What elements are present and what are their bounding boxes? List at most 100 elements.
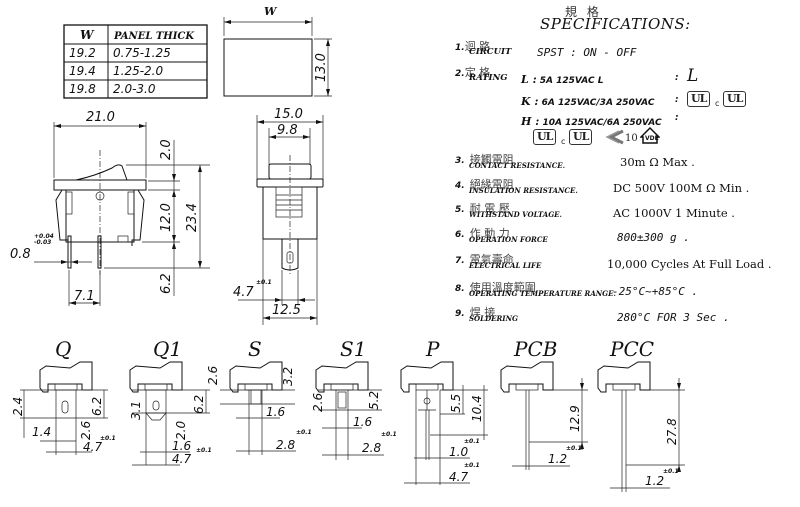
dim: 2.8 <box>276 438 295 452</box>
dim: 5.5 <box>449 394 463 413</box>
tol: ±0.1 <box>100 435 116 442</box>
spec-cn: 接觸電阻 <box>469 153 514 166</box>
terminal-type-label: S <box>248 337 262 361</box>
spec-num: 3. <box>455 156 465 166</box>
side-terminal-tol: ±0.1 <box>256 279 272 286</box>
terminal-type-label: Q1 <box>153 337 182 361</box>
c-mark: c <box>715 99 720 108</box>
spec-num: 8. <box>455 284 465 294</box>
table-cell: 2.0-3.0 <box>113 82 156 96</box>
spec-cn: 使用溫度範圍 <box>469 281 536 294</box>
spec-value: 800±300 g . <box>617 231 690 244</box>
ccc-mark-icon <box>605 129 624 145</box>
spec-item-insulation-resistance: 4. 絕緣電阻 INSULATION RESISTANCE. DC 500V 1… <box>455 173 749 195</box>
rating-k: K : 6A 125VAC/3A 250VAC <box>521 95 655 108</box>
dim: 1.2 <box>548 452 567 466</box>
tol: ±0.1 <box>663 468 679 475</box>
tol: ±0.1 <box>381 431 397 438</box>
panel-thickness-table: W PANEL THICK 19.2 0.75-1.25 19.4 1.25-2… <box>63 24 208 99</box>
dim: 2.6 <box>311 393 325 412</box>
dim: 1.0 <box>449 445 468 459</box>
side-width-dim: 15.0 <box>274 107 303 122</box>
table-header-w: W <box>80 28 95 42</box>
ul-mark-icon: UL <box>687 91 711 107</box>
spec-item-contact-resistance: 3. 接觸電阻 CONTACT RESISTANCE. 30m Ω Max . <box>455 148 695 170</box>
spec-value: AC 1000V 1 Minute . <box>613 206 735 220</box>
dim: 2.6 <box>206 366 220 385</box>
dim: 3.2 <box>281 367 295 386</box>
spec-item-rating: 2.定 格 RATING <box>455 61 508 83</box>
spec-item-operating-temperature: 8. 使用溫度範圍 OPERATING TEMPERATURE RANGE. -… <box>455 276 698 298</box>
dim: 5.2 <box>367 391 381 410</box>
spec-cn: 耐 電 壓 <box>469 202 510 215</box>
dim: 6.2 <box>90 397 104 416</box>
terminal-type-s1: S1 2.6 5.2 1.6 2.8 ±0.1 <box>311 337 397 460</box>
svg-text:VDE: VDE <box>645 135 659 142</box>
dim: 1.6 <box>172 439 191 453</box>
spec-cn: 電氣壽命 <box>469 253 514 266</box>
terminal-type-label: PCB <box>513 337 557 361</box>
terminal-type-s: S 2.6 3.2 1.6 2.8 ±0.1 <box>206 337 312 455</box>
side-depth-dim: 12.5 <box>272 303 301 318</box>
terminal-type-pcc: PCC 27.8 1.2 ±0.1 <box>597 337 685 492</box>
terminal-type-q1: Q1 3.1 6.2 2.0 1.6 ±0.1 4.7 <box>129 337 212 466</box>
terminal-thickness-dim: 0.8 <box>10 247 31 262</box>
dim: 4.7 <box>172 452 191 466</box>
body-height-dim: 12.0 <box>159 203 174 232</box>
cutout-height-label: 13.0 <box>314 53 329 82</box>
tol: ±0.1 <box>566 445 582 452</box>
terminal-type-views: Q 2.4 6.2 1.4 2.6 4.7 ±0.1 Q1 <box>11 337 685 492</box>
dim: 2.8 <box>362 441 381 455</box>
panel-cutout-view: W 13.0 <box>223 5 332 97</box>
side-terminal-width-dim: 4.7 <box>233 285 254 300</box>
dim: 4.7 <box>449 470 468 484</box>
terminal-length-dim: 6.2 <box>159 273 174 294</box>
spec-num: 4. <box>455 181 465 191</box>
rating-sep: : <box>675 73 679 83</box>
tol: ±0.1 <box>464 462 480 469</box>
vde-mark-icon: VDE <box>640 127 660 144</box>
spec-value: 280°C FOR 3 Sec . <box>617 311 730 324</box>
terminal-pitch-dim: 7.1 <box>74 289 95 304</box>
tol: ±0.1 <box>464 438 480 445</box>
spec-value: 30m Ω Max . <box>620 155 695 169</box>
spec-item-soldering: 9. 焊 接 SOLDERING 280°C FOR 3 Sec . <box>455 301 730 324</box>
cul-mark-icon: UL <box>723 91 747 107</box>
terminal-type-q: Q 2.4 6.2 1.4 2.6 4.7 ±0.1 <box>11 337 116 455</box>
rating-sep: : <box>675 95 679 105</box>
table-cell: 1.25-2.0 <box>113 64 163 78</box>
dim: 1.4 <box>32 425 51 439</box>
dim: 2.6 <box>79 421 93 440</box>
rocker-height-dim: 2.0 <box>159 139 174 160</box>
dim: 12.9 <box>568 405 582 432</box>
spec-num: 6. <box>455 230 465 240</box>
spec-en: OPERATION FORCE <box>469 235 548 244</box>
spec-cn: 迴 路 <box>464 40 491 53</box>
terminal-type-p: P 5.5 10.4 1.0 ±0.1 4.7 ±0.1 <box>400 337 488 485</box>
specifications-title: SPECIFICATIONS: <box>540 15 691 33</box>
terminal-type-label: Q <box>55 337 71 361</box>
tol: ±0.1 <box>196 447 212 454</box>
l-mark-icon: L <box>687 66 699 86</box>
cutout-width-label: W <box>264 5 278 18</box>
total-height-dim: 23.4 <box>185 203 200 232</box>
dim: 10.4 <box>470 395 484 422</box>
spec-en: CIRCUIT <box>469 47 512 57</box>
spec-en: ELECTRICAL LIFE <box>469 261 542 270</box>
spec-item-operation-force: 6. 作 動 力 OPERATION FORCE 800±300 g . <box>455 222 690 244</box>
front-width-dim: 21.0 <box>86 110 115 125</box>
spec-num: 5. <box>455 205 465 215</box>
dim: 1.2 <box>645 474 664 488</box>
table-cell: 19.4 <box>69 64 96 78</box>
dim: 1.6 <box>353 415 372 429</box>
spec-en: SOLDERING <box>469 314 518 323</box>
spec-en: CONTACT RESISTANCE. <box>469 161 566 170</box>
side-inner-width-dim: 9.8 <box>277 123 298 138</box>
spec-item-withstand-voltage: 5. 耐 電 壓 WITHSTAND VOLTAGE. AC 1000V 1 M… <box>455 197 735 220</box>
spec-num: 2. <box>455 69 465 79</box>
spec-item-electrical-life: 7. 電氣壽命 ELECTRICAL LIFE 10,000 Cycles At… <box>455 248 772 271</box>
spec-en: INSULATION RESISTANCE. <box>469 186 578 195</box>
spec-en: OPERATING TEMPERATURE RANGE. <box>469 289 616 298</box>
dim: 4.7 <box>83 440 102 454</box>
